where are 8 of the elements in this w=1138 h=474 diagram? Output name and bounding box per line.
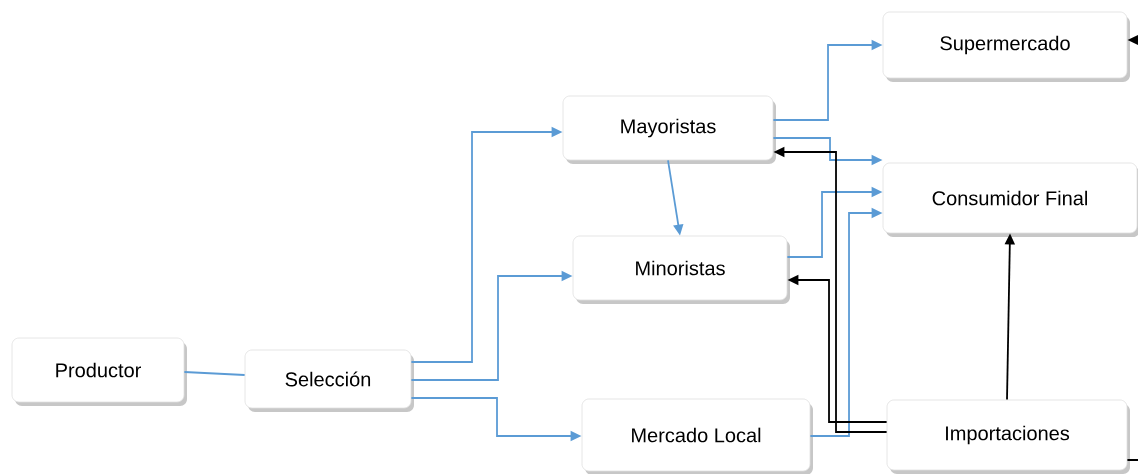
process-box: Mercado Local xyxy=(581,398,813,474)
process-box: Minoristas xyxy=(572,235,790,304)
process-box: Productor xyxy=(11,337,187,406)
process-box: Supermercado xyxy=(882,11,1130,82)
process-box: Consumidor Final xyxy=(882,162,1138,237)
process-box: Selección xyxy=(244,349,414,412)
process-box: Importaciones xyxy=(886,399,1130,474)
process-box: Mayoristas xyxy=(562,95,776,164)
